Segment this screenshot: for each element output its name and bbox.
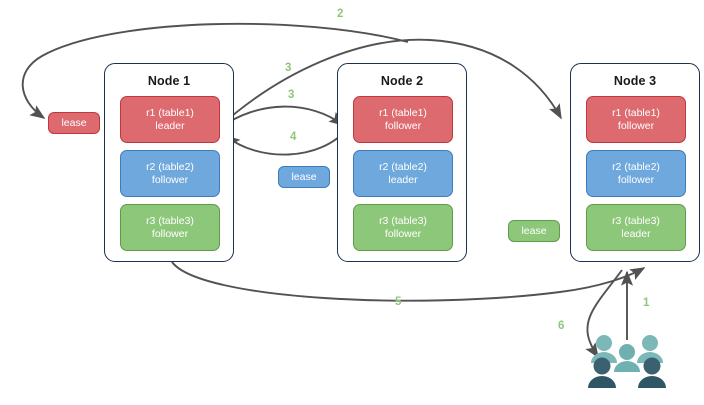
replica-n2-r3[interactable]: r3 (table3) follower — [353, 204, 453, 251]
replica-role: follower — [384, 119, 422, 132]
step-label-4: 4 — [290, 131, 297, 143]
replica-name: r1 (table1) — [612, 106, 660, 119]
step-label-3b: 3 — [288, 89, 295, 101]
replica-role: follower — [151, 173, 189, 186]
people-icon — [588, 335, 666, 388]
replica-role: leader — [621, 227, 651, 240]
replica-n1-r1[interactable]: r1 (table1) leader — [120, 96, 220, 143]
arrow-step-3-to-node3 — [217, 38, 562, 129]
replica-name: r1 (table1) — [146, 106, 194, 119]
replica-n2-r2[interactable]: r2 (table2) leader — [353, 150, 453, 197]
replica-name: r1 (table1) — [379, 106, 427, 119]
node-container-1[interactable]: Node 1 r1 (table1) leader r2 (table2) fo… — [104, 63, 234, 262]
replica-name: r2 (table2) — [612, 160, 660, 173]
node-title-1: Node 1 — [147, 74, 191, 88]
node-title-2: Node 2 — [380, 74, 424, 88]
replica-role: follower — [617, 173, 655, 186]
arrow-step-6 — [585, 269, 623, 359]
replica-role: follower — [384, 227, 422, 240]
replica-name: r3 (table3) — [146, 214, 194, 227]
replica-name: r2 (table2) — [146, 160, 194, 173]
arrow-step-5 — [171, 261, 646, 302]
replica-name: r2 (table2) — [379, 160, 427, 173]
step-label-6: 6 — [558, 320, 565, 332]
replica-n3-r1[interactable]: r1 (table1) follower — [586, 96, 686, 143]
replica-role: follower — [151, 227, 189, 240]
lease-badge-r1[interactable]: lease — [48, 112, 100, 134]
replica-n1-r2[interactable]: r2 (table2) follower — [120, 150, 220, 197]
replica-name: r3 (table3) — [612, 214, 660, 227]
lease-badge-r2[interactable]: lease — [278, 166, 330, 188]
replica-role: leader — [155, 119, 185, 132]
node-title-3: Node 3 — [613, 74, 657, 88]
replica-name: r3 (table3) — [379, 214, 427, 227]
step-label-1: 1 — [643, 297, 650, 309]
replica-n3-r2[interactable]: r2 (table2) follower — [586, 150, 686, 197]
arrow-step-4 — [224, 127, 349, 156]
step-label-5: 5 — [395, 296, 402, 308]
replica-n3-r3[interactable]: r3 (table3) leader — [586, 204, 686, 251]
replica-role: leader — [388, 173, 418, 186]
arrow-step-2 — [21, 22, 409, 119]
replica-role: follower — [617, 119, 655, 132]
node-container-3[interactable]: Node 3 r1 (table1) follower r2 (table2) … — [570, 63, 700, 262]
replica-n2-r1[interactable]: r1 (table1) follower — [353, 96, 453, 143]
lease-badge-r3[interactable]: lease — [508, 220, 560, 242]
step-label-3a: 3 — [285, 62, 292, 74]
replica-n1-r3[interactable]: r3 (table3) follower — [120, 204, 220, 251]
node-container-2[interactable]: Node 2 r1 (table1) follower r2 (table2) … — [337, 63, 467, 262]
step-label-2: 2 — [337, 8, 344, 20]
